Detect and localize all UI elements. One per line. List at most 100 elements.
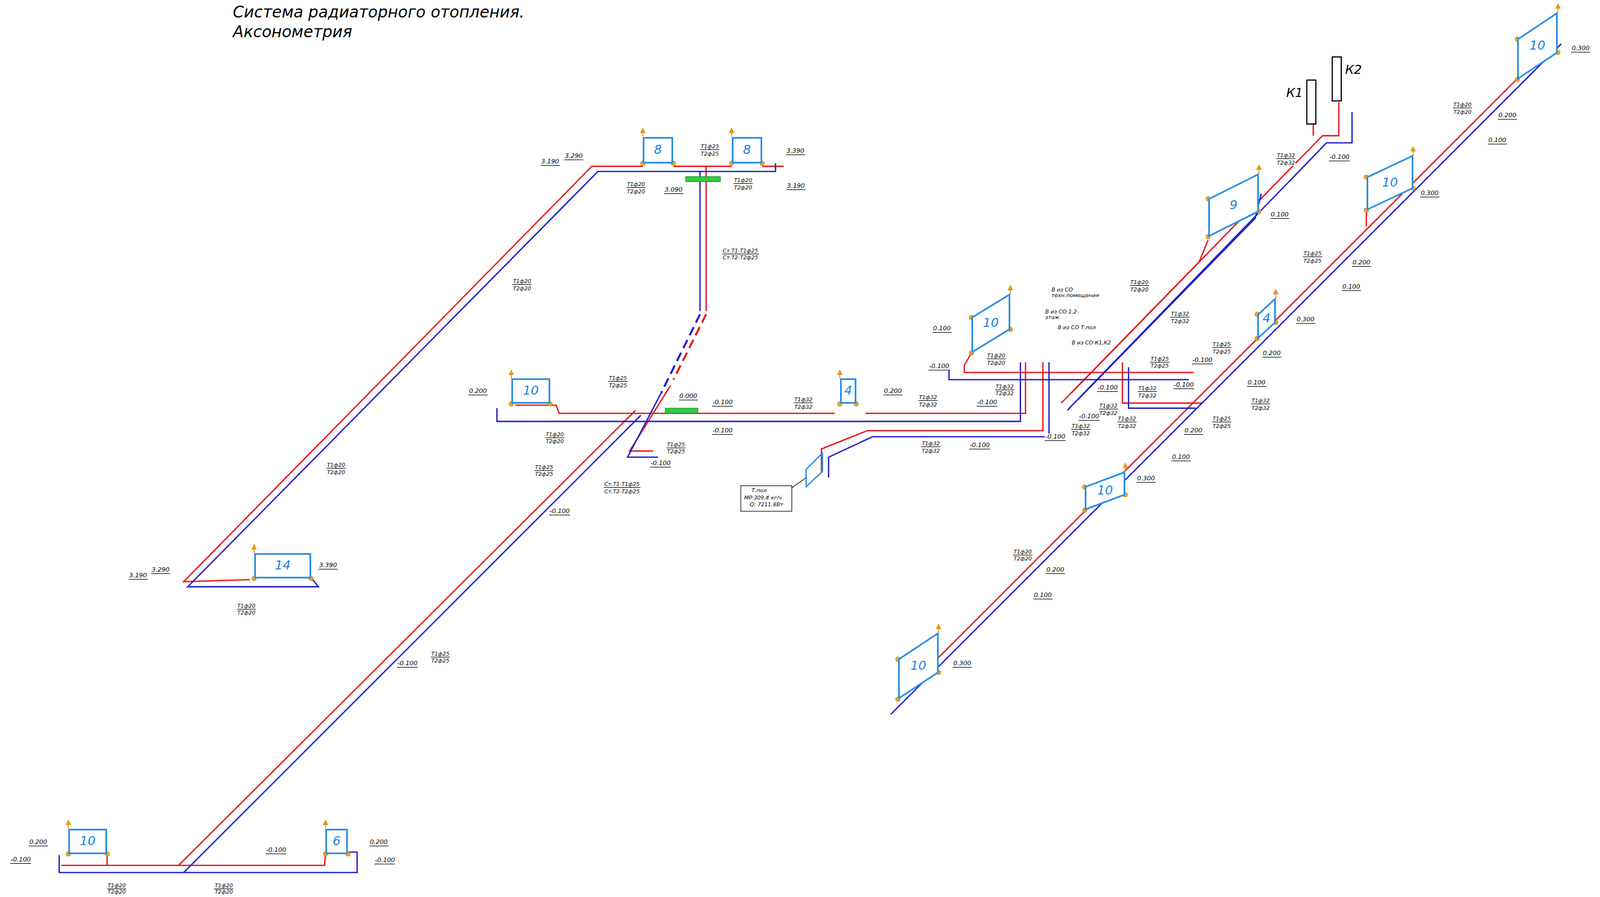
- elevation-mark: 3.390: [785, 147, 806, 156]
- pipe-label: Т2ф20: [545, 438, 565, 445]
- pipe-label: Т1ф20: [986, 352, 1006, 360]
- pipe-label: Т1ф20: [1013, 549, 1033, 556]
- radiator-number: 10: [1529, 38, 1546, 53]
- pipe-label: Т2ф25: [1150, 363, 1170, 369]
- pipe-label: Т1ф32: [995, 383, 1015, 391]
- pipe-label: Т2ф32: [918, 401, 938, 408]
- radiator-box: 10: [1084, 471, 1126, 511]
- pipe-label: Т1ф25: [666, 442, 686, 449]
- radiator-box: 14: [254, 553, 312, 579]
- pipe-label: Т1ф32: [921, 440, 941, 448]
- supply-pipe: [821, 362, 1043, 472]
- return-pipe: [627, 392, 662, 458]
- radiator-number: 9: [1229, 198, 1238, 212]
- radiator-number: 10: [910, 659, 927, 673]
- elevation-mark: 3.090: [664, 186, 684, 194]
- pipe-label: Т2ф20: [986, 360, 1006, 366]
- pipe-label: Т1ф20: [733, 177, 753, 184]
- pipe-label: Т1ф32: [1251, 398, 1271, 405]
- return-pipe: [183, 415, 642, 873]
- air-vent-symbol: [1008, 285, 1012, 294]
- air-vents: [65, 3, 1560, 856]
- pipe-label: Т1ф32: [1071, 423, 1091, 430]
- supply-pipe: [895, 46, 1549, 700]
- return-pipes: [59, 43, 1562, 873]
- pipe-label: Т2ф25: [700, 151, 720, 157]
- pipe-label: Т2ф32: [1098, 410, 1118, 417]
- return-pipe: [1128, 367, 1196, 409]
- elevation-mark: 0.200: [369, 838, 389, 847]
- riser-box: К1: [1306, 79, 1317, 125]
- pipe-label: Ст.Т2-Т2ф25: [722, 254, 759, 261]
- pipe-label: Т2ф32: [793, 404, 813, 410]
- pipe-label: Т2ф25: [666, 448, 686, 455]
- pipe-label: Т1ф32: [1098, 403, 1118, 410]
- pipe-label: Т2ф32: [1276, 160, 1296, 166]
- air-vent-symbol: [252, 545, 256, 554]
- pipe-label: Ст.Т2-Т2ф25: [603, 488, 641, 495]
- pipe-label: Т2ф25: [534, 471, 554, 477]
- pipe-label: Т2ф25: [1212, 423, 1232, 430]
- pipe-label: Т2ф32: [1071, 430, 1091, 437]
- pipe-label: Т2ф32: [921, 448, 941, 454]
- pipe-label: Т1ф25: [608, 375, 628, 382]
- elevation-mark: -0.100: [712, 427, 733, 435]
- radiator-box: 10: [1366, 155, 1414, 211]
- supply-pipe: [178, 410, 636, 866]
- elevation-mark: 3.290: [564, 152, 584, 161]
- return-pipe: [59, 851, 358, 873]
- radiator-shape: [1209, 174, 1259, 237]
- radiator-box: 10: [511, 378, 551, 404]
- elevation-mark: -0.100: [396, 660, 418, 668]
- pipe-label: Т1ф25: [1150, 356, 1170, 363]
- air-vent-symbol: [936, 624, 941, 633]
- note-text: MP:309.4 кг/ч: [743, 494, 783, 501]
- supply-pipe: [1312, 124, 1314, 136]
- radiator-number: 10: [1382, 175, 1399, 190]
- pipe-label: Т1ф25: [430, 651, 450, 658]
- elevation-mark: 0.100: [1247, 379, 1267, 387]
- supply-pipe: [762, 165, 784, 167]
- pipe-label: Т1ф25: [534, 464, 554, 471]
- pipe-label: Т1ф20: [107, 882, 127, 890]
- pipe-label: Т1ф20: [626, 181, 646, 188]
- pipe-label: Ст.Т1-Т1ф25: [722, 248, 759, 255]
- note-text: В из СО К1,К2: [1071, 339, 1112, 346]
- pipe-supports: [665, 176, 721, 414]
- elevation-mark: -0.100: [1097, 384, 1118, 392]
- radiator-box: 10: [898, 632, 939, 700]
- elevation-mark: 0.300: [1136, 475, 1156, 483]
- elevation-mark: 0.300: [952, 660, 972, 668]
- elevation-mark: -0.100: [10, 856, 32, 864]
- elevation-mark: -0.100: [712, 399, 733, 407]
- air-vent-symbol: [1411, 147, 1416, 156]
- radiator-number: 8: [743, 143, 751, 157]
- pipe-label: Т2ф25: [1302, 258, 1323, 264]
- air-vent-symbol: [1556, 3, 1560, 12]
- radiator-shape: [1258, 299, 1276, 339]
- radiator-number: 4: [844, 383, 853, 398]
- note-text: В из СО Т.пол: [1057, 324, 1097, 331]
- radiator-number: 10: [1097, 483, 1113, 498]
- pipe-label: Т1ф32: [1276, 152, 1296, 159]
- return-pipe: [699, 171, 701, 312]
- pipe-label: Т1ф20: [545, 431, 565, 439]
- radiator-number: 6: [332, 834, 341, 848]
- pipe-label: Т2ф20: [733, 184, 753, 191]
- pipe-label: Т1ф25: [1212, 416, 1232, 423]
- pipe-label: Т2ф20: [512, 285, 532, 292]
- drawing-title: Система радиаторного отопления. Аксономе…: [232, 2, 572, 42]
- pipe-label: Т1ф32: [918, 394, 938, 401]
- elevation-mark: -0.100: [976, 399, 998, 407]
- return-pipe: [1077, 193, 1262, 401]
- elevation-mark: -0.100: [549, 507, 570, 516]
- support-hatch: [665, 408, 698, 414]
- pipe-label: Т1ф20: [236, 603, 256, 610]
- pipe-label: Т1ф32: [1137, 385, 1157, 392]
- radiator-shape: [1367, 156, 1413, 210]
- return-pipe: [187, 163, 776, 587]
- pipe-label: Т2ф20: [1452, 109, 1473, 116]
- radiator-shape: [972, 294, 1010, 353]
